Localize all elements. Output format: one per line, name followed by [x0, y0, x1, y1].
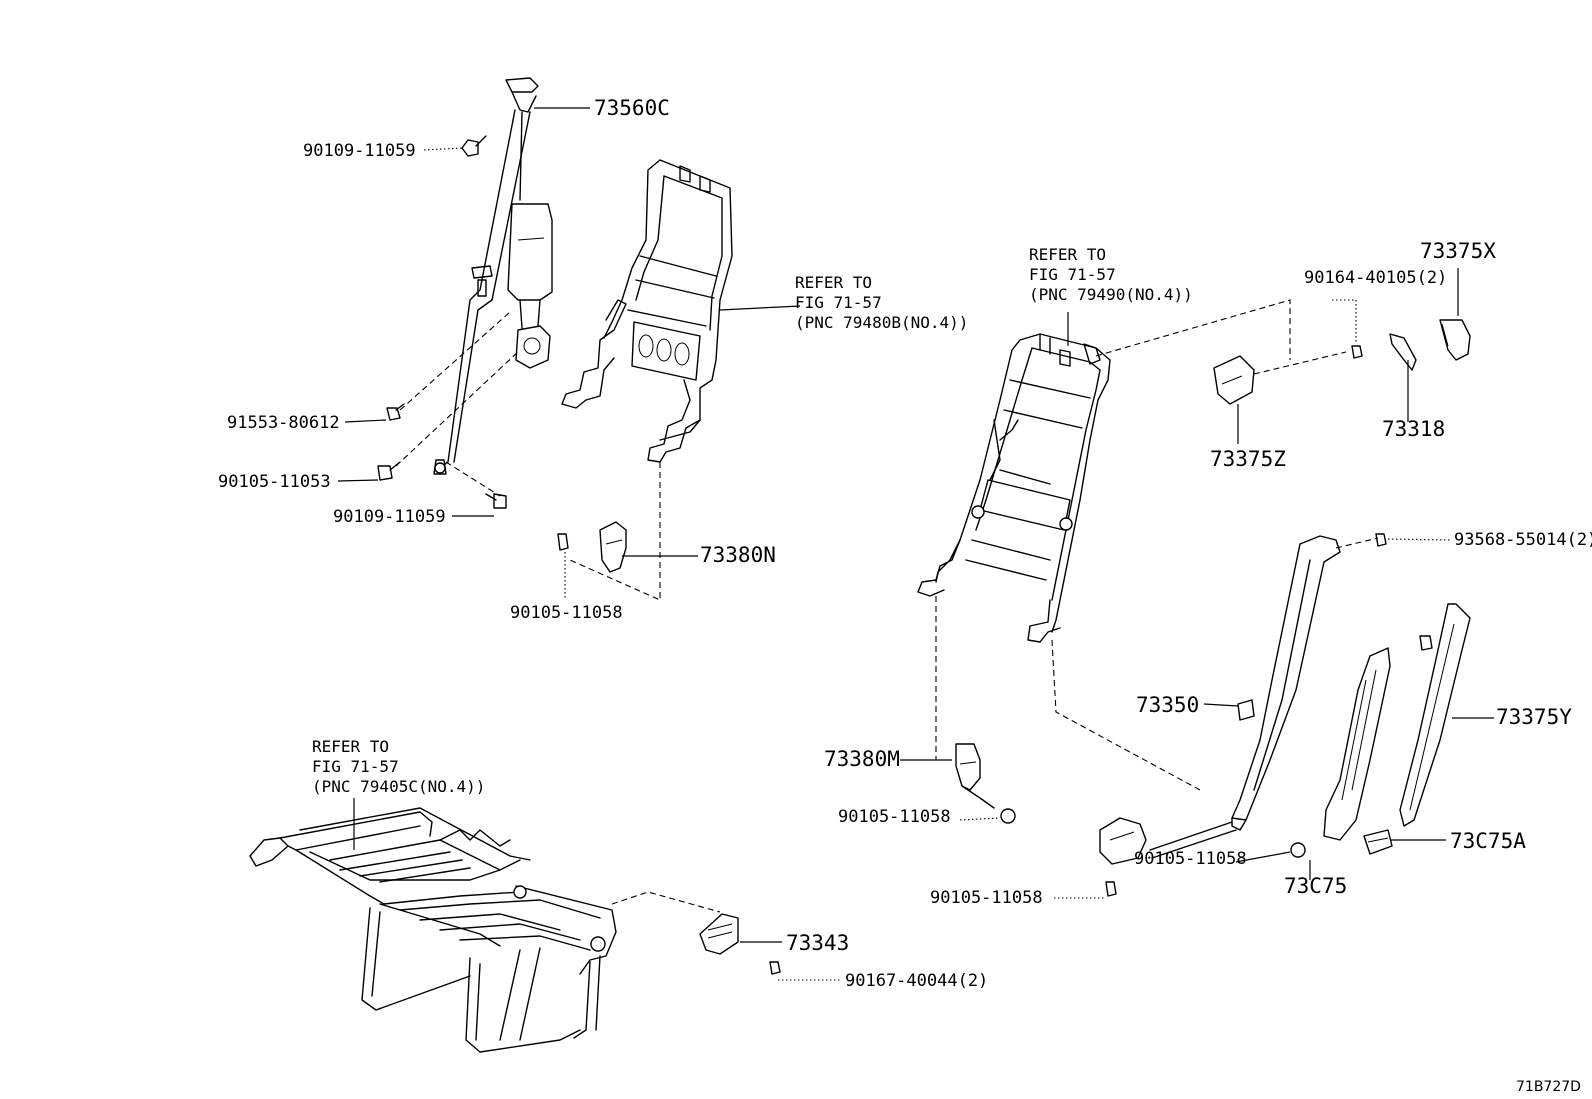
clip-73343: [699, 913, 781, 975]
cover-73375X: [1439, 319, 1471, 361]
cover-73C75: [1323, 635, 1433, 841]
trim-73318: [1389, 333, 1417, 371]
leader-lines: [337, 107, 1494, 981]
bolt-icon: [485, 493, 507, 509]
refer-label-79480B-l2: FIG 71-57: [795, 293, 882, 312]
bolt-label-90109-11059-bottom: 90109-11059: [333, 507, 446, 527]
refer-label-79480B-l3: (PNC 79480B(NO.4)): [795, 313, 968, 332]
bolt-label-90164-40105: 90164-40105(2): [1304, 268, 1447, 288]
part-label-73343: 73343: [786, 931, 849, 955]
seat-belt-buckle-73380M: [955, 743, 1016, 824]
part-label-73380N: 73380N: [700, 543, 776, 567]
bolt-icon: [461, 135, 487, 157]
part-label-73350: 73350: [1136, 693, 1199, 717]
bolt-label-90105-11058-c: 90105-11058: [930, 888, 1043, 908]
part-label-73375Z: 73375Z: [1210, 447, 1286, 471]
seat-belt-assembly-73350: [1099, 533, 1387, 897]
seat-back-frame-right: [917, 333, 1111, 643]
part-label-73318: 73318: [1382, 417, 1445, 441]
bolt-label-90109-11059-top: 90109-11059: [303, 141, 416, 161]
refer-label-79490-l2: FIG 71-57: [1029, 265, 1116, 284]
seat-belt-assembly-73560C: [433, 77, 553, 475]
seat-belt-buckle-73380N: [557, 521, 627, 573]
seat-back-frame-left: [561, 159, 733, 463]
bolt-label-90105-11058-b: 90105-11058: [838, 807, 951, 827]
refer-label-79490-l1: REFER TO: [1029, 245, 1106, 264]
cover-73375Y: [1399, 603, 1471, 827]
part-label-73375X: 73375X: [1420, 239, 1496, 263]
part-label-73C75: 73C75: [1284, 874, 1347, 898]
part-label-73560C: 73560C: [594, 96, 670, 120]
part-label-73380M: 73380M: [824, 747, 900, 771]
cover-73375Z: [1213, 345, 1363, 405]
refer-label-79405C-l3: (PNC 79405C(NO.4)): [312, 777, 485, 796]
refer-label-79405C-l1: REFER TO: [312, 737, 389, 756]
diagram-code: 71B727D: [1516, 1079, 1581, 1095]
bolt-label-90105-11058-a: 90105-11058: [510, 603, 623, 623]
bolt-label-90105-11053: 90105-11053: [218, 472, 331, 492]
bolt-label-90105-11058-d: 90105-11058: [1134, 849, 1247, 869]
seat-cushion-frame: [249, 807, 617, 1053]
refer-label-79490-l3: (PNC 79490(NO.4)): [1029, 285, 1193, 304]
part-label-73C75A: 73C75A: [1450, 829, 1526, 853]
refer-label-79480B-l1: REFER TO: [795, 273, 872, 292]
cover-73C75A: [1363, 829, 1393, 855]
bolt-label-93568-55014: 93568-55014(2): [1454, 530, 1592, 550]
bolt-label-90167-40044: 90167-40044(2): [845, 971, 988, 991]
refer-label-79405C-l2: FIG 71-57: [312, 757, 399, 776]
bolt-label-91553-80612: 91553-80612: [227, 413, 340, 433]
bolt-icon: [386, 403, 405, 421]
part-label-73375Y: 73375Y: [1496, 705, 1572, 729]
